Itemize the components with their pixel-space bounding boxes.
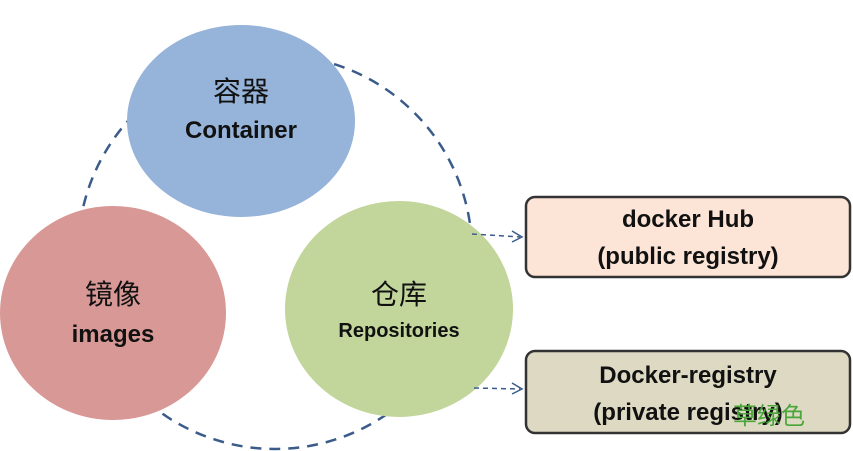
images-circle (0, 206, 226, 420)
images-node: 镜像 images (0, 206, 226, 420)
docker-registry-box: Docker-registry (private registry) (524, 349, 852, 435)
arrow-to-hub (471, 230, 524, 243)
images-label-en: images (72, 321, 155, 348)
repositories-label-cn: 仓库 (371, 278, 427, 311)
container-label-en: Container (185, 117, 297, 144)
docker-registry-subtitle: (private registry) (593, 399, 782, 426)
docker-hub-box: docker Hub (public registry) (524, 195, 852, 279)
container-label-cn: 容器 (213, 75, 269, 108)
repositories-circle (285, 201, 513, 417)
arrow-to-private (473, 382, 524, 395)
container-node: 容器 Container (127, 25, 355, 217)
repositories-node: 仓库 Repositories (285, 201, 513, 417)
watermark-text: 草绿色 (733, 402, 805, 430)
docker-registry-title: Docker-registry (599, 362, 777, 389)
container-circle (127, 25, 355, 217)
repositories-label-en: Repositories (338, 320, 459, 342)
docker-hub-subtitle: (public registry) (597, 243, 778, 270)
docker-hub-title: docker Hub (622, 206, 754, 233)
images-label-cn: 镜像 (85, 278, 141, 311)
